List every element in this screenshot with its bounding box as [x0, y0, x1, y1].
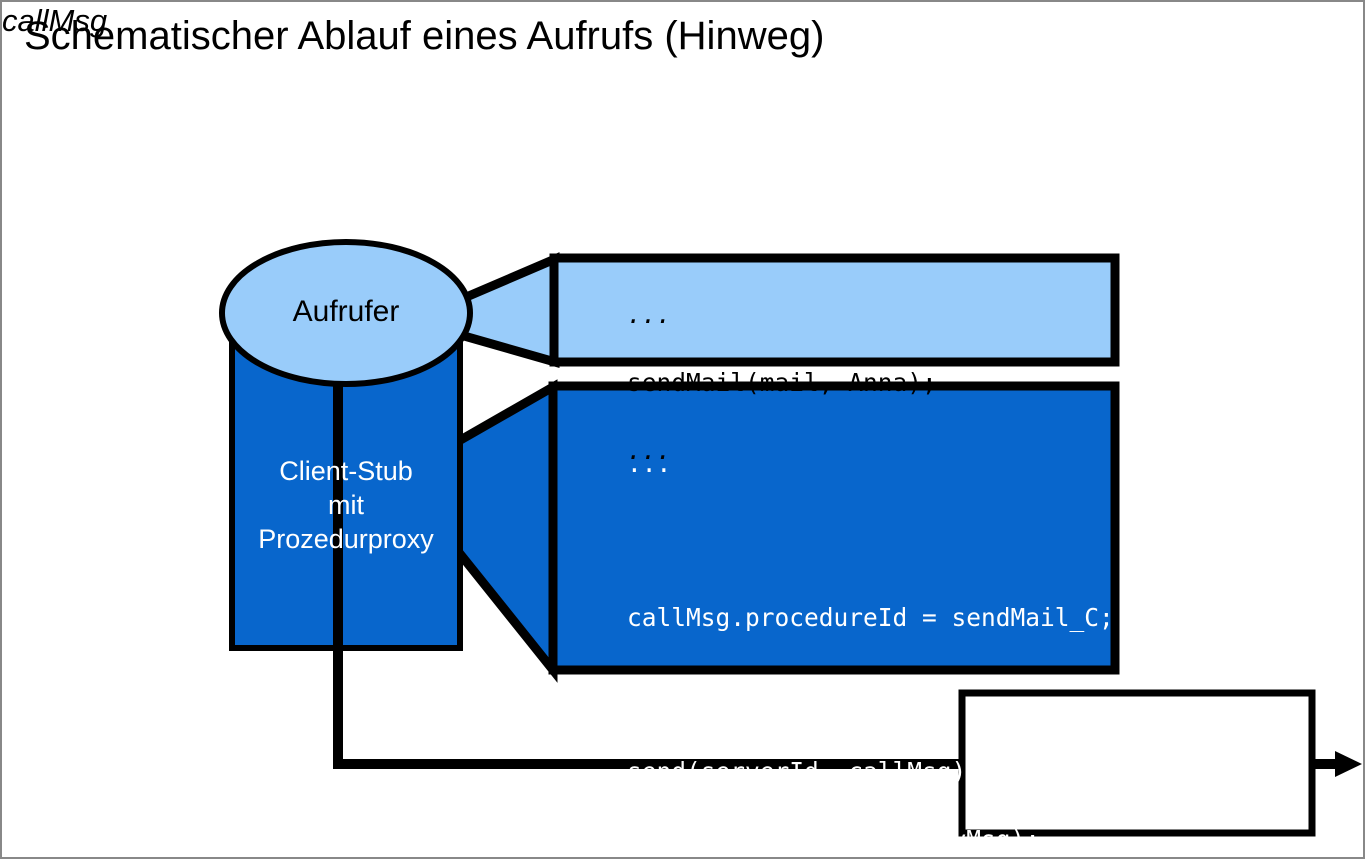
caller-code-line-0: ... — [627, 300, 672, 329]
caller-code-line-2: ... — [627, 436, 672, 465]
stub-code-line-0: ... — [627, 449, 672, 478]
stub-code-text: ... callMsg.procedureId = sendMail_C; se… — [568, 413, 1114, 857]
caller-code-line-1: sendMail(mail, Anna); — [627, 368, 937, 397]
stub-code-line-4: send(serverId, callMsg); — [627, 757, 982, 786]
stub-code-spacer-1 — [568, 549, 1114, 567]
caller-ellipse — [219, 239, 473, 387]
stub-code-spacer-3 — [568, 703, 1114, 721]
caller-code-box — [549, 253, 1120, 367]
caller-node-label: Aufrufer — [292, 295, 400, 328]
message-box-label: callMsg — [2, 3, 108, 38]
stub-to-code-wedge-connector — [452, 379, 558, 683]
stub-code-box — [548, 381, 1120, 675]
stub-code-line-5: receive(serverId, replyMsg); — [627, 825, 1041, 854]
stub-to-message-line — [333, 382, 965, 769]
stub-node-label: Client-Stub mit Prozedurproxy — [258, 456, 434, 554]
message-out-arrow-head — [1335, 751, 1362, 777]
stub-code-line-2: callMsg.procedureId = sendMail_C; — [627, 603, 1114, 632]
caller-code-text: ... sendMail(mail, Anna); ... — [568, 264, 937, 502]
page-title: Schematischer Ablauf eines Aufrufs (Hinw… — [24, 14, 825, 58]
message-box — [958, 689, 1316, 837]
